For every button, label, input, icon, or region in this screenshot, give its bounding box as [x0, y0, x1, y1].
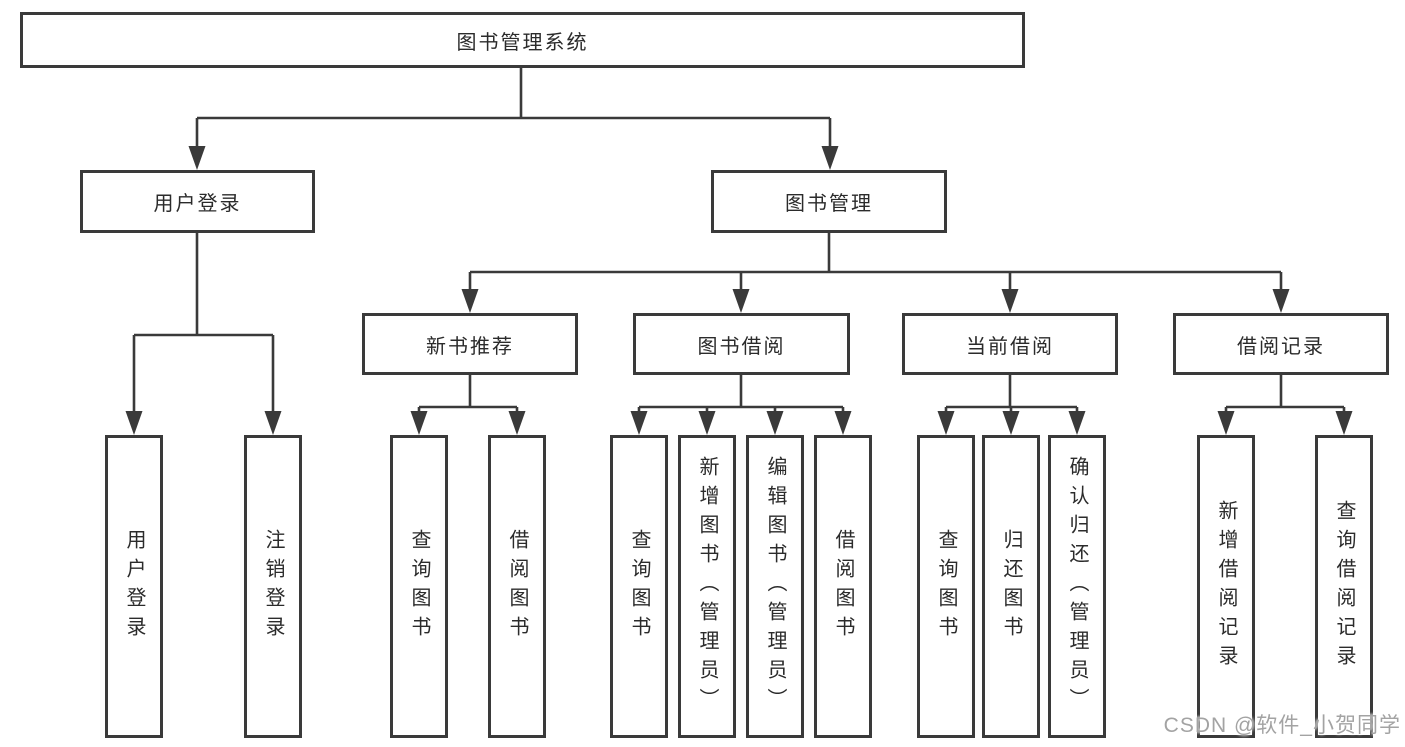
node-current-borrowing: 当前借阅	[902, 313, 1118, 375]
leaf-newrec-borrow-books: 借阅图书	[488, 435, 546, 738]
csdn-watermark: CSDN @软件_小贺同学	[1163, 714, 1401, 737]
leaf-borrow-query-books-label: 查询图书	[628, 528, 650, 645]
leaf-current-query-books: 查询图书	[917, 435, 975, 738]
connector-borrowing	[639, 375, 843, 409]
leaf-newrec-query-books: 查询图书	[390, 435, 448, 738]
node-system-root-label: 图书管理系统	[456, 31, 589, 54]
leaf-user-login-label: 用户登录	[123, 528, 145, 645]
leaf-current-query-books-label: 查询图书	[935, 528, 957, 645]
node-borrow-records: 借阅记录	[1173, 313, 1389, 375]
connector-book-mgmt	[470, 233, 1281, 274]
leaf-current-confirm-return-admin-label: 确认归还（管理员）	[1066, 456, 1088, 717]
leaf-borrow-add-books-admin-label: 新增图书（管理员）	[696, 456, 718, 717]
node-user-login: 用户登录	[80, 170, 315, 233]
leaf-logout: 注销登录	[244, 435, 302, 738]
leaf-logout-label: 注销登录	[262, 528, 284, 645]
node-book-borrowing-label: 图书借阅	[697, 335, 786, 358]
leaf-borrow-borrow-books: 借阅图书	[814, 435, 872, 738]
connector-new-books	[419, 375, 517, 409]
leaf-records-query-record: 查询借阅记录	[1315, 435, 1373, 738]
leaf-records-add-record: 新增借阅记录	[1197, 435, 1255, 738]
node-user-login-label: 用户登录	[153, 193, 242, 215]
connector-root	[197, 68, 830, 120]
leaf-borrow-query-books: 查询图书	[610, 435, 668, 738]
node-new-book-recommend: 新书推荐	[362, 313, 578, 375]
leaf-current-return-books: 归还图书	[982, 435, 1040, 738]
node-system-root: 图书管理系统	[20, 12, 1025, 68]
connector-records	[1226, 375, 1344, 409]
leaf-borrow-edit-books-admin-label: 编辑图书（管理员）	[764, 456, 786, 717]
leaf-records-add-record-label: 新增借阅记录	[1215, 499, 1237, 674]
leaf-current-confirm-return-admin: 确认归还（管理员）	[1048, 435, 1106, 738]
leaf-borrow-edit-books-admin: 编辑图书（管理员）	[746, 435, 804, 738]
leaf-records-query-record-label: 查询借阅记录	[1333, 499, 1355, 674]
connector-current	[946, 375, 1077, 409]
leaf-current-return-books-label: 归还图书	[1000, 528, 1022, 645]
node-current-borrowing-label: 当前借阅	[966, 335, 1054, 358]
leaf-borrow-borrow-books-label: 借阅图书	[832, 528, 854, 645]
leaf-newrec-query-books-label: 查询图书	[408, 528, 430, 645]
leaf-user-login: 用户登录	[105, 435, 163, 738]
connector-user-login	[134, 233, 273, 337]
node-book-management: 图书管理	[711, 170, 947, 233]
leaf-borrow-add-books-admin: 新增图书（管理员）	[678, 435, 736, 738]
node-book-management-label: 图书管理	[785, 193, 873, 215]
arrowheads	[125, 118, 1353, 435]
node-borrow-records-label: 借阅记录	[1237, 335, 1325, 358]
node-new-book-recommend-label: 新书推荐	[426, 335, 514, 358]
leaf-newrec-borrow-books-label: 借阅图书	[506, 528, 528, 645]
node-book-borrowing: 图书借阅	[633, 313, 850, 375]
